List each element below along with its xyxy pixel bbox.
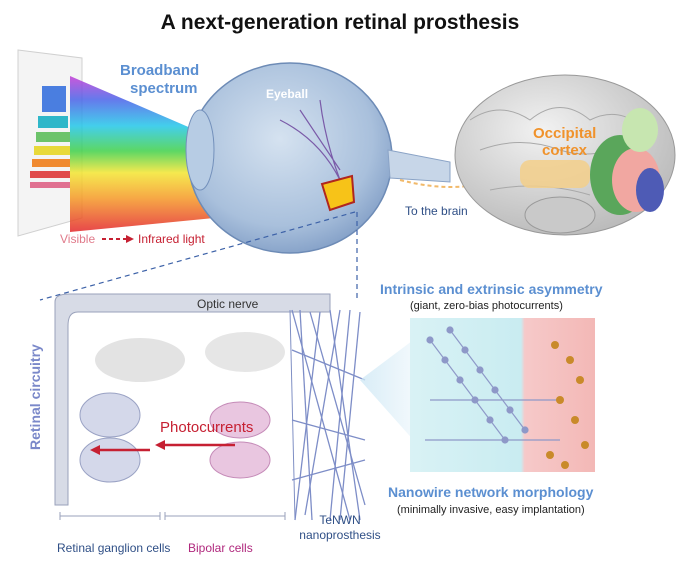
- eyeball: [185, 62, 451, 254]
- asymmetry-subtitle: (giant, zero-bias photocurrents): [410, 300, 563, 312]
- nanowire-mesh: [291, 309, 366, 521]
- diagram-title: A next-generation retinal prosthesis: [161, 11, 520, 34]
- asymmetry-title: Intrinsic and extrinsic asymmetry: [380, 281, 603, 297]
- occipital-label: Occipital: [533, 125, 596, 142]
- nanoprosthesis-label: nanoprosthesis: [299, 528, 380, 542]
- bipolar-label: Bipolar cells: [188, 541, 253, 555]
- infrared-label: Infrared light: [138, 232, 205, 246]
- spectrum-label: spectrum: [130, 80, 198, 97]
- visible-label: Visible: [60, 232, 95, 246]
- brain: [454, 74, 676, 236]
- morphology-title: Nanowire network morphology: [388, 484, 594, 500]
- eyeball-label: Eyeball: [266, 87, 308, 101]
- rgc-label: Retinal ganglion cells: [57, 541, 170, 555]
- broadband-label: Broadband: [120, 62, 199, 79]
- to-brain-label: To the brain: [405, 204, 468, 218]
- zoom-line-left: [39, 211, 356, 301]
- optic-nerve-label: Optic nerve: [197, 297, 259, 311]
- tenwn-label: TeNWN: [319, 513, 360, 527]
- nanowire-zoom-panel: [410, 318, 595, 472]
- cortex-label: cortex: [542, 142, 588, 159]
- cell-brackets: [59, 512, 286, 520]
- retinal-circuitry-label: Retinal circuitry: [27, 344, 43, 450]
- morphology-subtitle: (minimally invasive, easy implantation): [397, 504, 585, 516]
- photocurrents-label: Photocurrents: [160, 419, 253, 436]
- eye-chart: [17, 49, 83, 237]
- retinal-circuitry-panel: [54, 293, 366, 521]
